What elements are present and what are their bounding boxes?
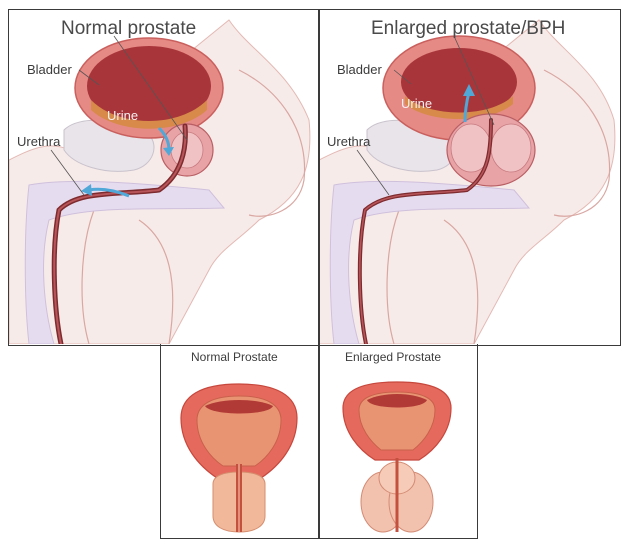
enlarged-anatomy-illustration xyxy=(319,10,620,344)
panel-normal-anatomy: Normal prostate Bladder Urine Urethra xyxy=(9,10,318,344)
normal-anatomy-illustration xyxy=(9,10,318,344)
panel-enlarged-prostate-closeup: Enlarged Prostate xyxy=(319,346,476,536)
panel-enlarged-anatomy: Enlarged prostate/BPH Bladder Urine Uret… xyxy=(319,10,620,344)
enlarged-prostate-caption: Enlarged Prostate xyxy=(345,350,441,364)
urethra-label: Urethra xyxy=(17,134,60,149)
normal-prostate-title: Normal prostate xyxy=(61,18,196,40)
normal-prostate-closeup-illustration xyxy=(161,346,318,536)
urethra-label: Urethra xyxy=(327,134,370,149)
panel-normal-prostate-closeup: Normal Prostate xyxy=(161,346,318,536)
urine-label: Urine xyxy=(401,96,432,111)
bladder-label: Bladder xyxy=(27,62,72,77)
normal-prostate-caption: Normal Prostate xyxy=(191,350,278,364)
urine-label: Urine xyxy=(107,108,138,123)
enlarged-prostate-title: Enlarged prostate/BPH xyxy=(371,18,565,40)
enlarged-prostate-closeup-illustration xyxy=(319,346,476,536)
bladder-label: Bladder xyxy=(337,62,382,77)
